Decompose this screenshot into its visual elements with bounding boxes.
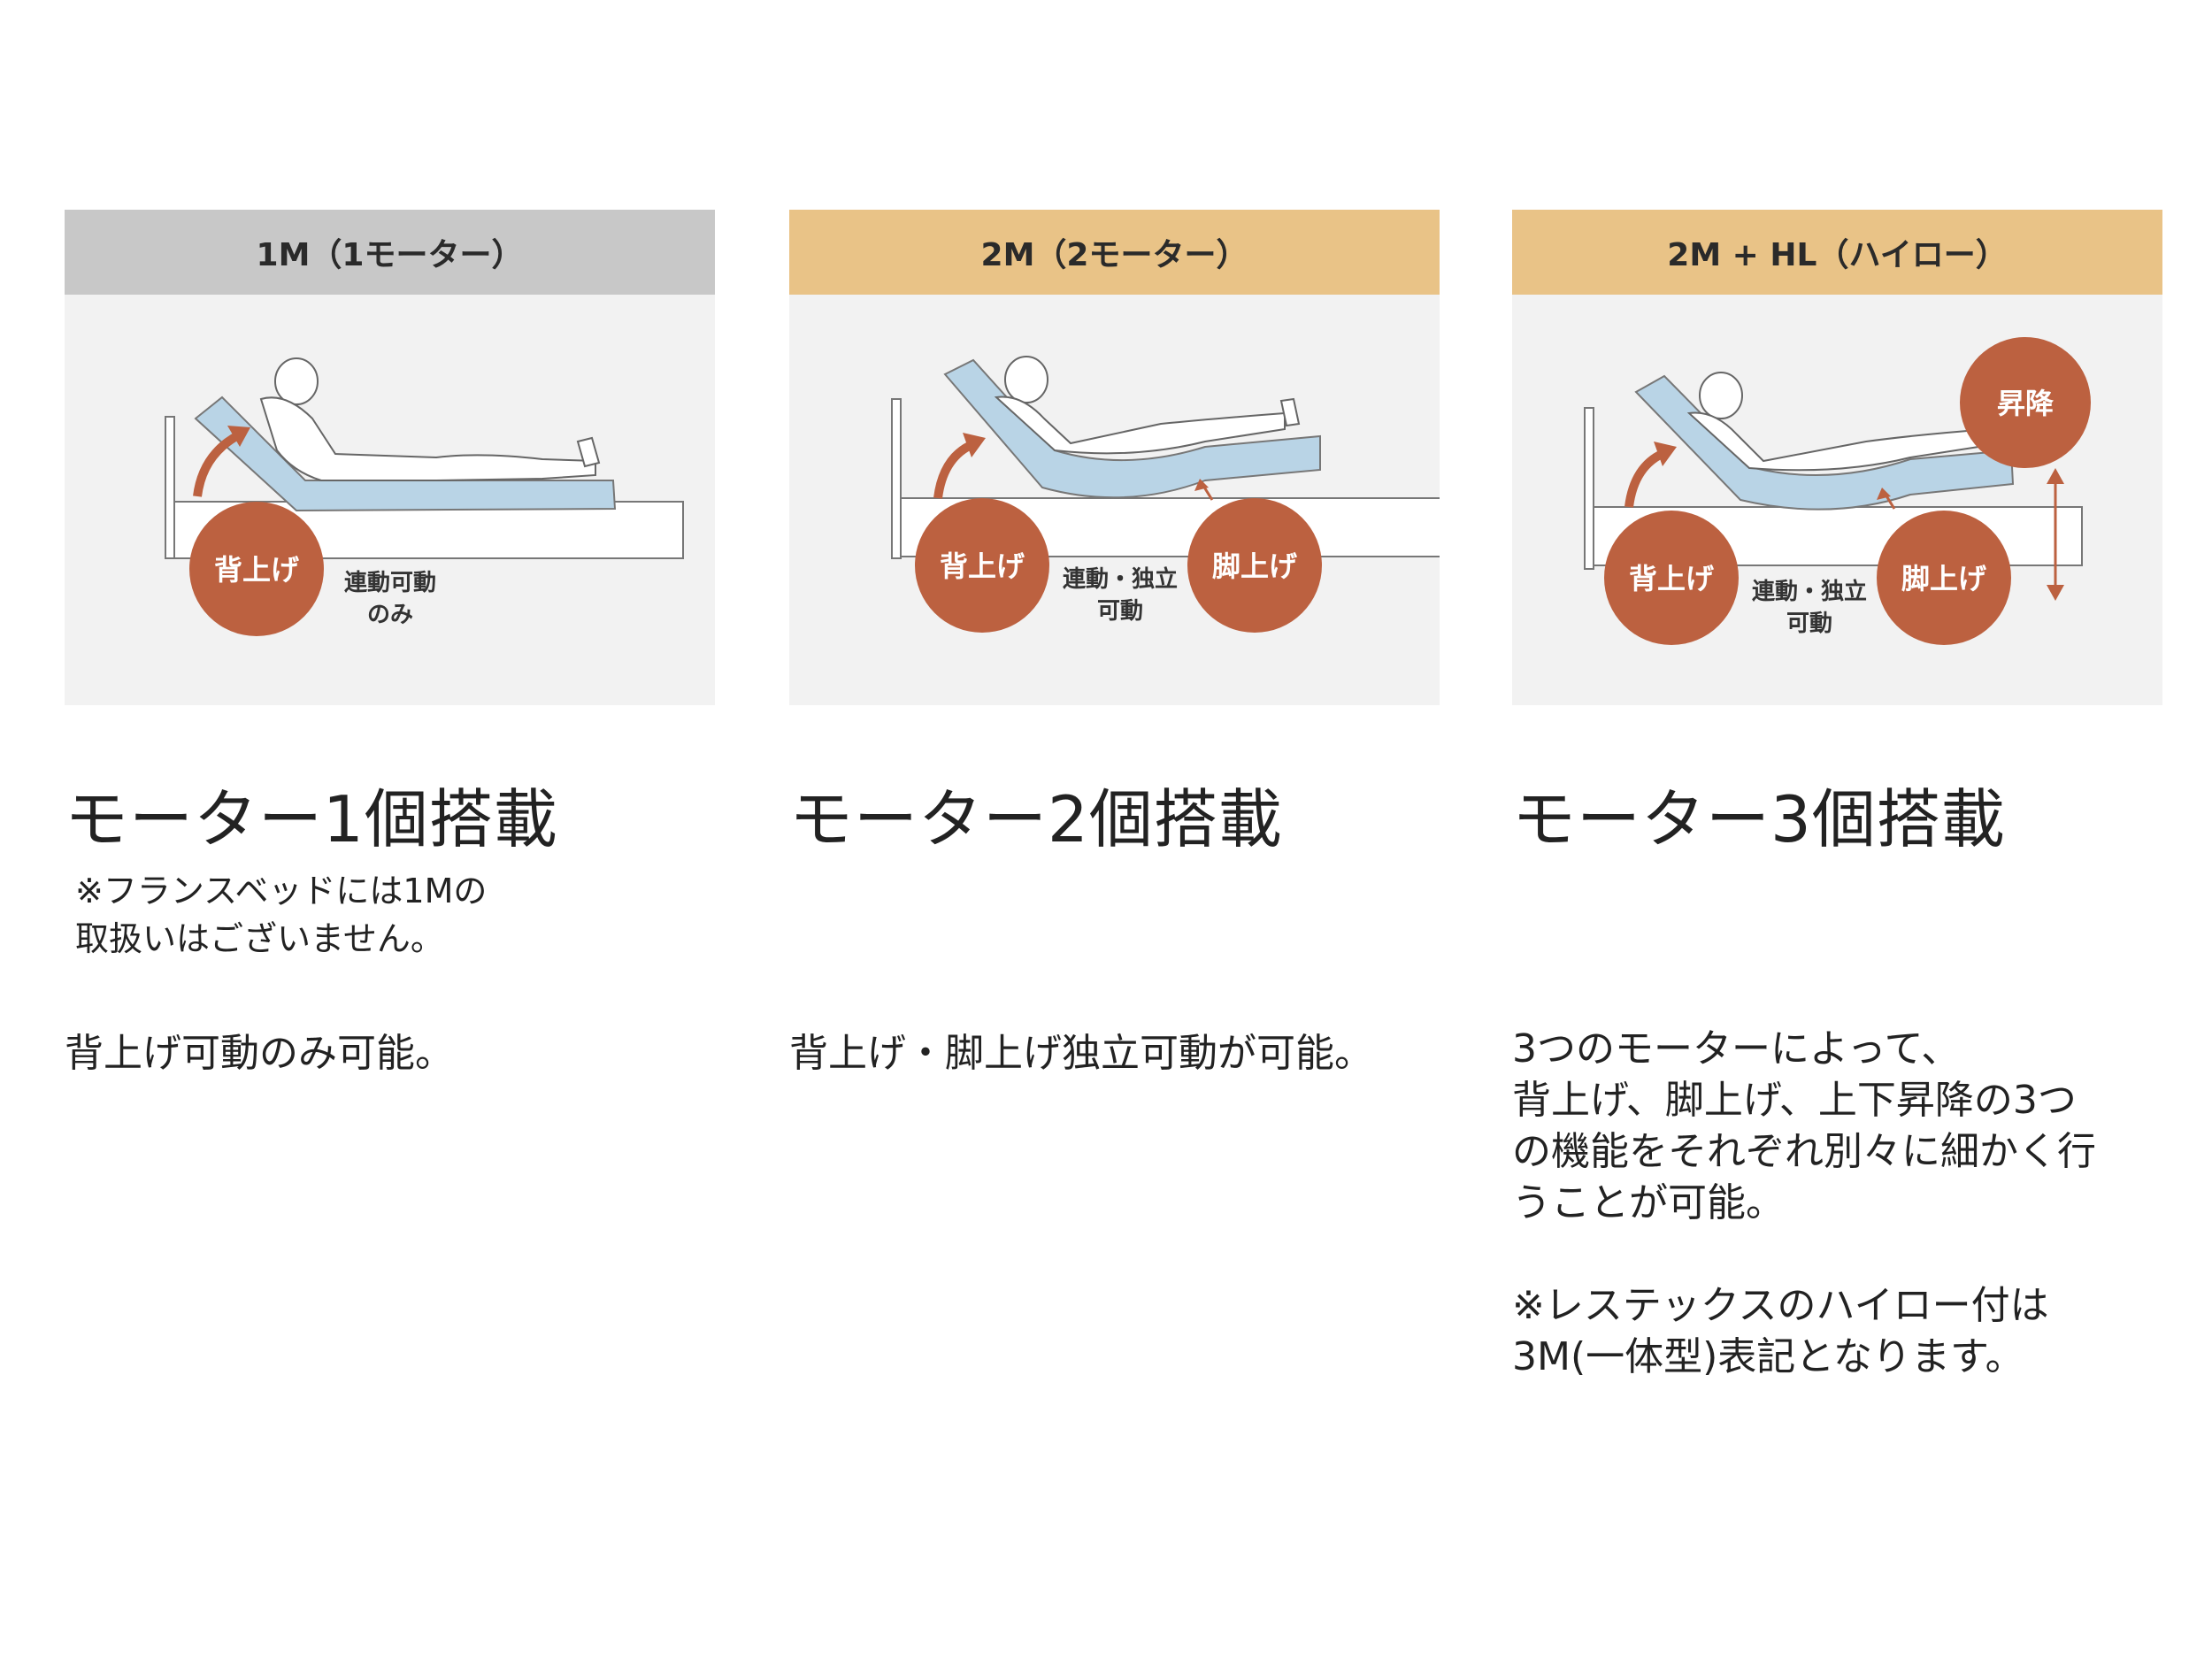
- arrow-head: [963, 433, 986, 457]
- motion-note-line2: 可動: [1097, 598, 1143, 625]
- motion-note-line2: のみ: [367, 602, 413, 628]
- description-line: 3つのモーターによって、: [1512, 1026, 1961, 1071]
- arrow-head: [1194, 479, 1209, 491]
- height-adjust-circle: [1960, 337, 2091, 468]
- card-header-2m-hl: 2M + HL（ハイロー）: [1512, 210, 2162, 295]
- description-line: 背上げ可動のみ可能。: [65, 1031, 454, 1076]
- person-icon: [1686, 372, 1991, 472]
- motion-note-line1: 連動可動: [344, 570, 436, 596]
- back-raise-circle: [915, 498, 1049, 633]
- feature-description: 背上げ可動のみ可能。: [65, 1028, 454, 1079]
- arrow-head: [1654, 442, 1677, 466]
- spacer: [1512, 1229, 2096, 1280]
- arrow-head-up: [2047, 468, 2064, 484]
- back-raise-label: 背上げ: [1629, 562, 1714, 595]
- bed-diagram-1m: 背上げ 連動可動 のみ: [65, 295, 715, 705]
- column-2m-hl: 2M + HL（ハイロー） 背上げ: [1512, 210, 2162, 1379]
- headboard: [891, 398, 902, 559]
- mattress: [194, 396, 617, 512]
- motor-count-heading: モーター1個搭載: [65, 782, 558, 856]
- bed-illustration-2m-hl: 背上げ 脚上げ 昇降 連動・独立 可動: [1584, 337, 2091, 645]
- card-2m-hl: 2M + HL（ハイロー） 背上げ: [1512, 210, 2162, 705]
- card-header-1m: 1M（1モーター）: [65, 210, 715, 295]
- back-raise-circle: [1604, 511, 1739, 645]
- motion-note-line1: 連動・独立: [1063, 565, 1178, 593]
- arrow-head: [1877, 488, 1891, 500]
- mattress: [1634, 374, 2015, 511]
- back-raise-arrow: [193, 430, 242, 497]
- back-raise-label: 背上げ: [940, 549, 1025, 583]
- description-note-line: 3M(一体型)表記となります。: [1512, 1334, 2024, 1379]
- card-1m: 1M（1モーター） 背上げ: [65, 210, 715, 705]
- motor-count-heading: モーター3個搭載: [1512, 782, 2006, 856]
- availability-note-line2: 取扱いはございません。: [75, 919, 444, 958]
- bed-diagram-2m: 背上げ 脚上げ 連動・独立 可動: [789, 295, 1440, 705]
- back-raise-circle: [189, 502, 324, 636]
- height-adjust-label: 昇降: [1997, 387, 2055, 420]
- back-raise-label: 背上げ: [214, 553, 299, 587]
- motor-count-heading: モーター2個搭載: [789, 782, 1283, 856]
- card-2m: 2M（2モーター） 背上げ 脚上げ 連動・独立: [789, 210, 1440, 705]
- availability-note-line1: ※フランスベッドには1Mの: [75, 872, 488, 910]
- person-icon: [994, 356, 1301, 455]
- motion-note-line1: 連動・独立: [1752, 578, 1867, 605]
- description-line: うことが可能。: [1512, 1180, 1785, 1225]
- bed-diagram-2m-hl: 背上げ 脚上げ 昇降 連動・独立 可動: [1512, 295, 2162, 705]
- description-line: 背上げ・脚上げ独立可動が可能。: [789, 1031, 1373, 1076]
- arrow-head: [227, 426, 250, 447]
- bed-illustration-1m: 背上げ 連動可動 のみ: [165, 357, 684, 636]
- headboard: [165, 416, 175, 559]
- feature-description: 背上げ・脚上げ独立可動が可能。: [789, 1028, 1373, 1079]
- feature-description: 3つのモーターによって、 背上げ、脚上げ、上下昇降の3つ の機能をそれぞれ別々に…: [1512, 1024, 2096, 1383]
- person-icon: [259, 357, 601, 481]
- description-line: の機能をそれぞれ別々に細かく行: [1512, 1129, 2096, 1174]
- card-header-2m: 2M（2モーター）: [789, 210, 1440, 295]
- leg-raise-circle: [1187, 498, 1322, 633]
- leg-raise-label: 脚上げ: [1212, 549, 1297, 583]
- mattress: [943, 358, 1321, 499]
- availability-note: ※フランスベッドには1Mの 取扱いはございません。: [65, 867, 715, 963]
- column-1m: 1M（1モーター） 背上げ: [65, 210, 715, 1076]
- description-note-line: ※レステックスのハイロー付は: [1512, 1283, 2049, 1328]
- headboard: [1584, 407, 1594, 570]
- arrow-head-down: [2047, 585, 2064, 601]
- leg-raise-label: 脚上げ: [1901, 562, 1986, 595]
- leg-raise-circle: [1877, 511, 2011, 645]
- description-line: 背上げ、脚上げ、上下昇降の3つ: [1512, 1078, 2077, 1123]
- bed-illustration-2m: 背上げ 脚上げ 連動・独立 可動: [891, 356, 1440, 633]
- motion-note-line2: 可動: [1786, 611, 1832, 637]
- column-2m: 2M（2モーター） 背上げ 脚上げ 連動・独立: [789, 210, 1440, 1076]
